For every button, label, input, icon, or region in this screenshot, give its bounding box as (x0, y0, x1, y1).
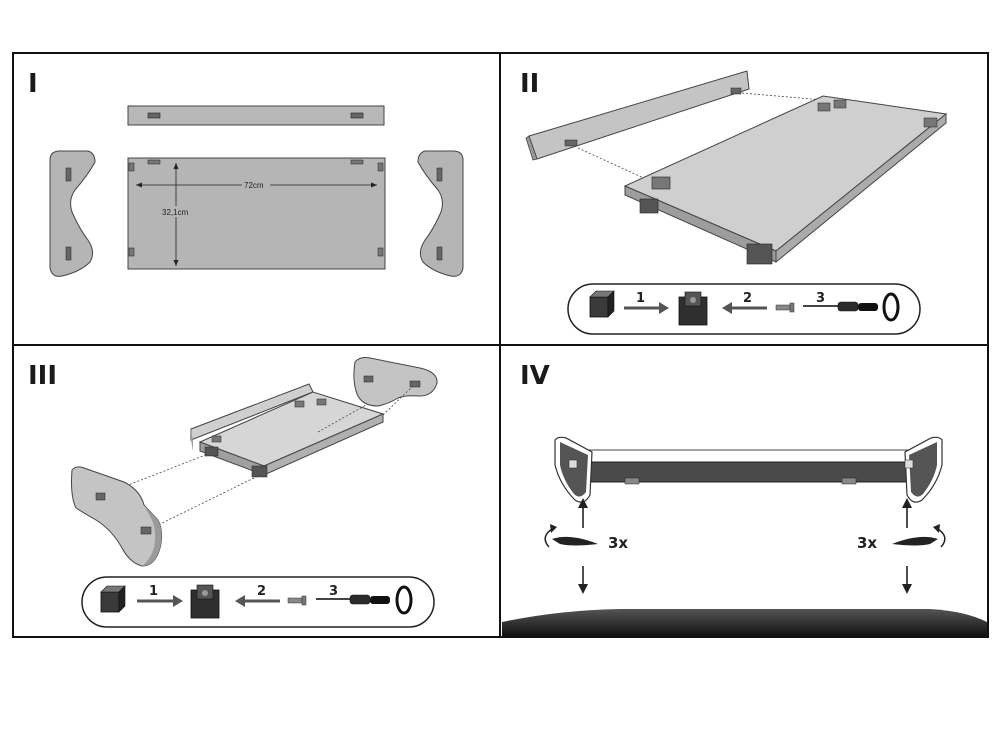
shelf-board: 72cm 32,1cm (127, 157, 386, 270)
bolt-icon-3 (287, 595, 307, 606)
left-side-bracket (49, 150, 96, 277)
shelf-board-angled (623, 95, 948, 265)
near-side-bracket (71, 466, 163, 567)
step-1-label: I (28, 69, 38, 99)
step-3-label: III (28, 361, 57, 391)
step-2-panel: II (520, 69, 948, 335)
hardware-sequence-3: 1 2 3 (81, 576, 435, 628)
panel-grid (12, 52, 989, 638)
step-2-label: II (520, 69, 539, 99)
sequence-step-1: 1 (636, 291, 645, 306)
left-fixing-hint: 3x (544, 498, 628, 594)
screwdriver-icon-3 (316, 594, 390, 605)
sequence-step-3: 3 (816, 291, 825, 306)
step-4-label: IV (520, 361, 550, 391)
left-screw-count: 3x (608, 534, 628, 552)
cam-lock-icon-3 (100, 585, 126, 613)
screwdriver-icon (803, 301, 878, 312)
right-screw-count: 3x (857, 534, 877, 552)
shelf-with-back-rail (190, 383, 385, 478)
back-rail (127, 105, 385, 126)
step-3-panel: III (28, 357, 438, 628)
rotate-arrow-icon (882, 292, 900, 322)
sequence-step-2: 2 (743, 291, 752, 306)
right-side-bracket (417, 150, 464, 277)
cam-lock-icon (589, 290, 615, 318)
far-side-bracket (353, 357, 438, 407)
rotate-arrow-icon-3 (395, 585, 413, 615)
sequence-step-2-b: 2 (257, 584, 266, 599)
hardware-sequence-2: 1 2 3 (567, 283, 921, 335)
step-4-panel: IV 3x (502, 361, 987, 636)
cam-housing-icon (678, 291, 708, 326)
step-1-panel: I 72cm 32,1cm (28, 69, 464, 277)
width-dimension-label: 72cm (244, 181, 264, 190)
assembled-shelf-front (554, 436, 943, 503)
floor-band (502, 609, 987, 636)
sequence-step-1-b: 1 (149, 584, 158, 599)
sequence-step-3-b: 3 (329, 584, 338, 599)
depth-dimension-label: 32,1cm (162, 208, 189, 217)
right-fixing-hint: 3x (857, 498, 946, 594)
cam-housing-icon-3 (190, 584, 220, 619)
back-rail-angled (525, 70, 750, 161)
bolt-icon (775, 302, 795, 313)
